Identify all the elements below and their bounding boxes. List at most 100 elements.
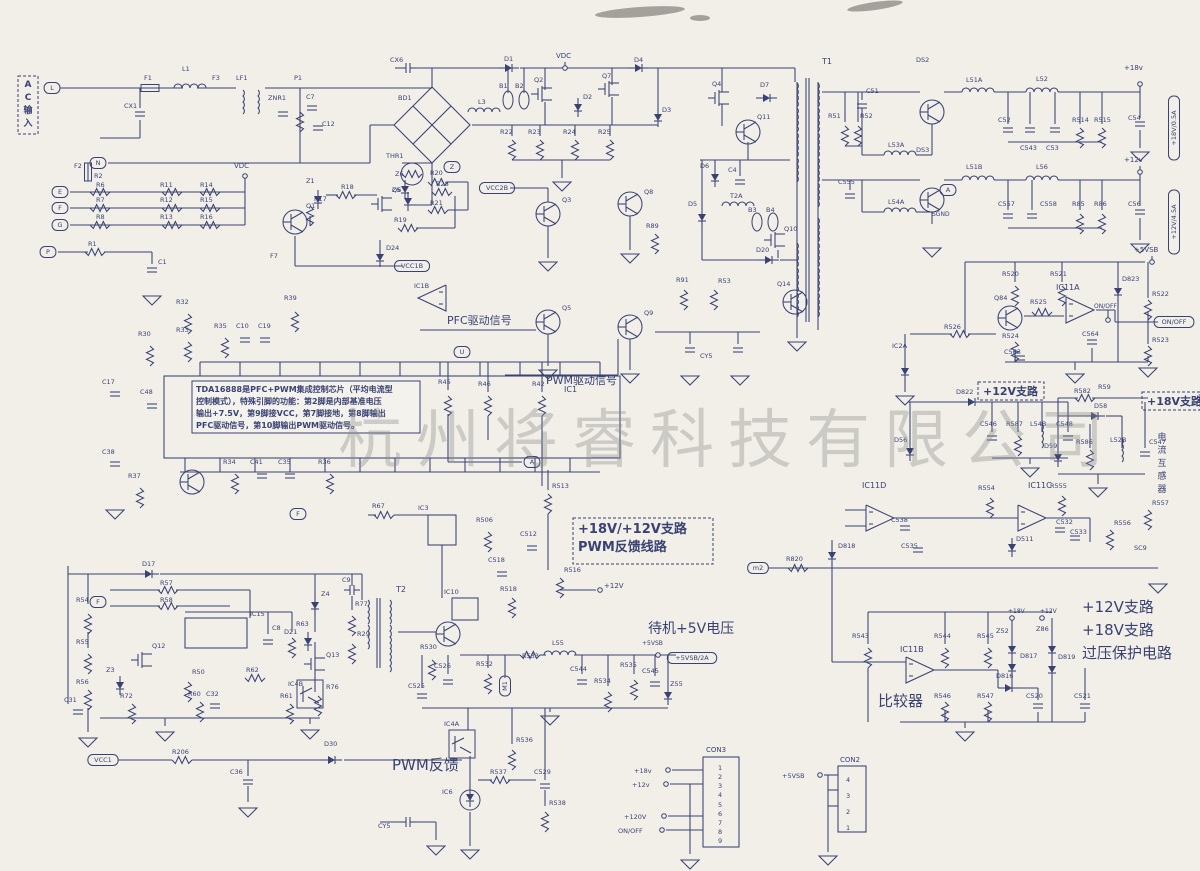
component-ref: Q3: [562, 196, 571, 204]
component-ref: Z86: [1036, 625, 1049, 633]
component-ref: IC6: [442, 788, 453, 796]
note-text: TDA16888是PFC+PWM集成控制芯片（平均电流型: [196, 384, 393, 394]
resistor-icon: [127, 703, 137, 725]
optocoupler-icon: [459, 746, 472, 754]
component-ref: R28: [436, 180, 449, 188]
component-ref: R535: [620, 661, 637, 669]
transistor-icon: [790, 291, 804, 300]
ground-icon: [1147, 583, 1169, 594]
component-ref: C557: [998, 200, 1015, 208]
resistor-icon: [443, 395, 453, 417]
resistor-icon: [507, 139, 517, 161]
junction-node: [1009, 615, 1015, 621]
component-ref: IC4B: [288, 680, 303, 688]
resistor-icon: [285, 703, 295, 725]
component-ref: R21: [430, 199, 443, 207]
component-ref: Q6: [392, 186, 401, 194]
component-ref: R23: [528, 128, 541, 136]
diode-icon: [1114, 288, 1122, 295]
optocoupler-icon: [451, 737, 465, 745]
component-ref: B1: [499, 82, 508, 90]
opamp-icon: [865, 504, 896, 532]
annotation-text: A: [25, 80, 32, 90]
diode-icon: [505, 64, 512, 72]
junction-node: [661, 813, 667, 819]
component-ref: LF1: [236, 74, 248, 82]
junction-node: [597, 587, 603, 593]
resistor-icon: [540, 811, 550, 833]
resistor-icon: [483, 673, 493, 695]
diode-icon: [906, 448, 914, 455]
bridge-rectifier-icon: [393, 86, 471, 164]
component-ref: C563: [1004, 348, 1021, 356]
component-ref: B3: [748, 206, 757, 214]
component-ref: D58: [1094, 402, 1107, 410]
annotation-text: 入: [22, 118, 32, 129]
callout-text: T2: [395, 585, 406, 594]
resistor-icon: [89, 203, 111, 213]
transistor-icon: [443, 636, 457, 645]
component-ref: R7: [96, 196, 105, 204]
resistor-icon: [853, 125, 863, 147]
component-ref: L56: [1036, 163, 1048, 171]
component-ref: R25: [598, 128, 611, 136]
net-label-pill: [523, 456, 541, 468]
net-label-pill: [289, 508, 307, 520]
annotation-text: C: [25, 93, 32, 103]
component-ref: R206: [172, 748, 189, 756]
component-ref: R587: [1006, 420, 1023, 428]
net-label-pill: [939, 184, 957, 196]
net-label: F: [96, 598, 100, 606]
resistor-icon: [570, 139, 580, 161]
scan-smudge: [595, 6, 685, 18]
component-ref: Z5: [392, 186, 401, 194]
component-ref: R530: [420, 643, 437, 651]
component-ref: Q4: [712, 80, 721, 88]
net-label: ON/OFF: [1162, 318, 1187, 326]
component-ref: IC4A: [444, 720, 460, 728]
diode-icon: [664, 692, 672, 699]
diode-icon: [401, 186, 409, 193]
component-ref: 6: [718, 810, 722, 818]
component-ref: 2: [846, 808, 850, 816]
inductor-icon: [817, 107, 820, 133]
resistor-icon: [397, 223, 419, 233]
net-label-pill: [87, 754, 119, 766]
component-ref: D7: [760, 81, 769, 89]
component-ref: L1: [182, 65, 190, 73]
resistor-icon: [199, 220, 221, 230]
ic-body: [427, 514, 457, 546]
winding-icon: [767, 212, 779, 232]
callout-text: ON/OFF: [1094, 303, 1117, 310]
component-ref: R51: [828, 112, 841, 120]
component-ref: R15: [200, 196, 213, 204]
component-ref: IC1B: [414, 282, 429, 290]
net-label: +5VSB/2A: [675, 654, 709, 662]
component-ref: R524: [1002, 332, 1019, 340]
resistor-icon: [427, 659, 437, 681]
resistor-icon: [199, 203, 221, 213]
diode-icon: [1005, 684, 1012, 692]
resistor-icon: [325, 473, 335, 495]
net-label: +12V/4.5A: [1170, 204, 1178, 240]
resistor-icon: [840, 125, 850, 147]
component-ref: R543: [852, 632, 869, 640]
callout-text: 流: [1157, 444, 1166, 456]
component-ref: L54B: [1030, 420, 1046, 428]
component-ref: R16: [200, 213, 213, 221]
component-ref: 3: [846, 792, 850, 800]
net-label-pill: [394, 260, 430, 272]
resistor-icon: [230, 473, 240, 495]
component-ref: D2: [583, 93, 592, 101]
component-ref: CY5: [700, 352, 713, 360]
component-ref: C512: [520, 530, 537, 538]
net-label-pill: [1168, 189, 1180, 255]
ground-icon: [154, 731, 176, 742]
net-label: F: [58, 204, 62, 212]
note-box: [191, 380, 421, 434]
component-ref: R62: [246, 666, 259, 674]
component-ref: IC15: [250, 610, 265, 618]
component-ref: R63: [296, 620, 309, 628]
component-ref: D816: [996, 672, 1013, 680]
